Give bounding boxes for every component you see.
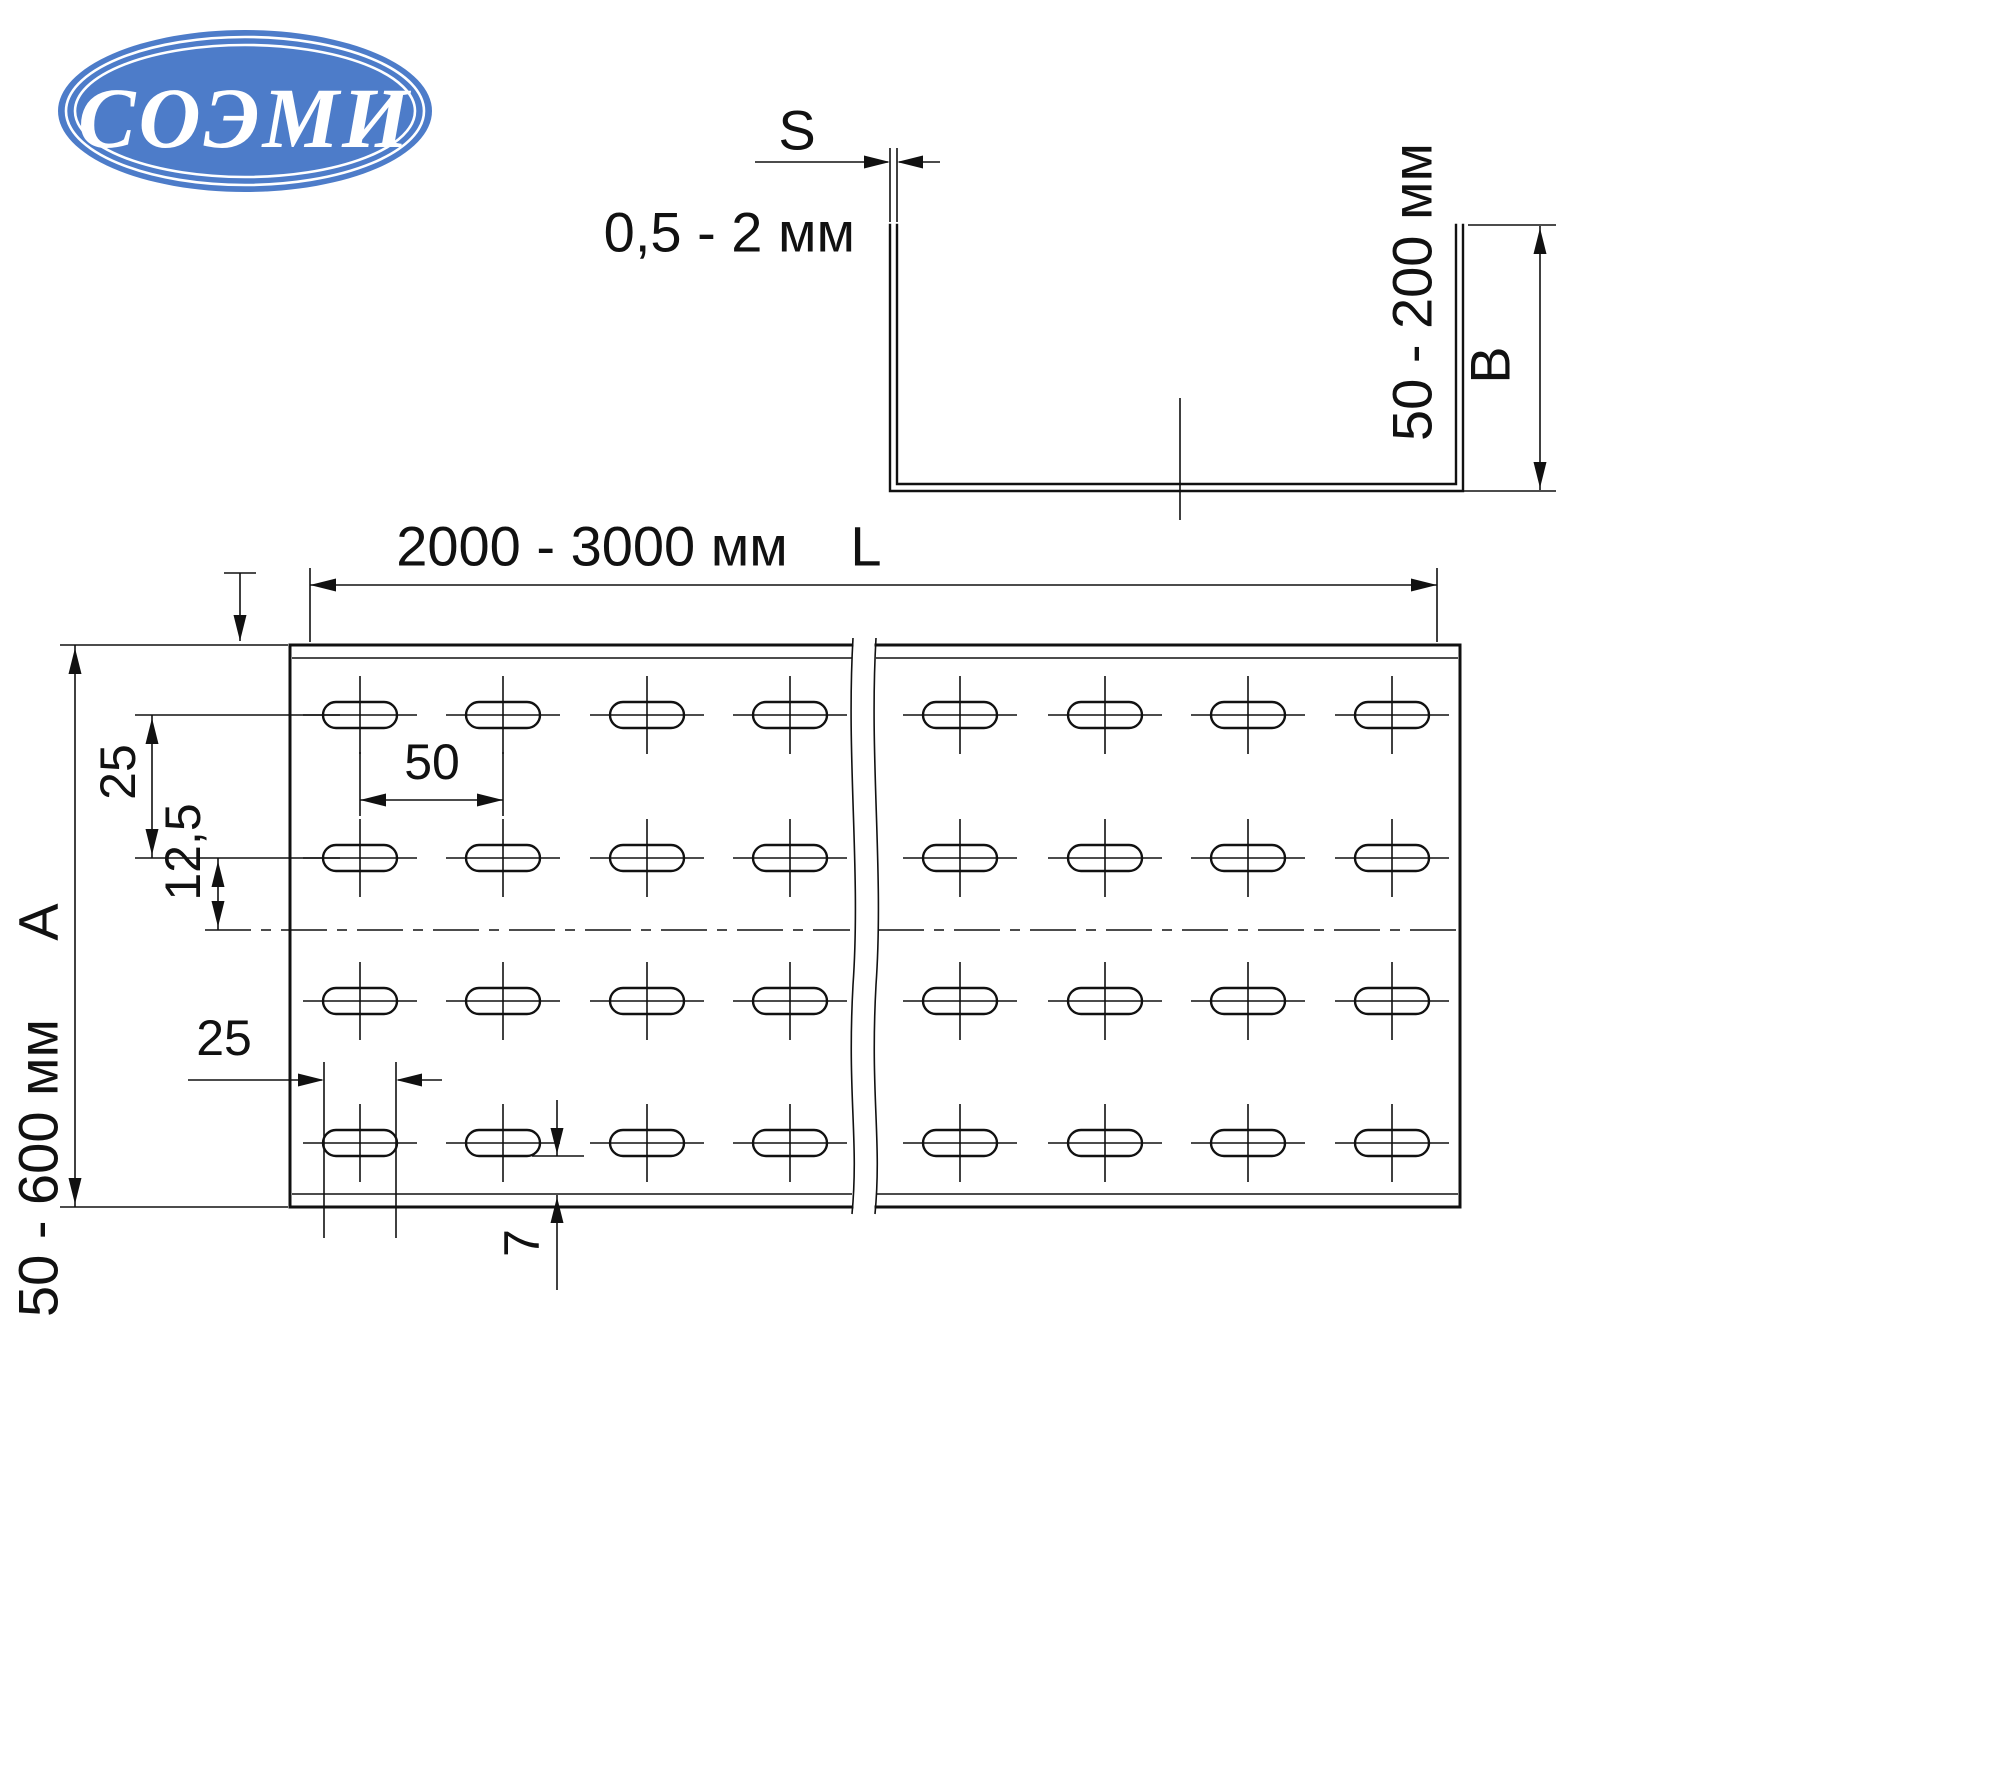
width-range-label: 50 - 600 мм — [7, 1019, 70, 1317]
slot — [1048, 1104, 1162, 1182]
slot — [1048, 962, 1162, 1040]
slot — [590, 676, 704, 754]
arrowhead — [298, 1073, 324, 1087]
break-line — [873, 637, 880, 1215]
slot — [590, 962, 704, 1040]
slot — [1335, 819, 1449, 897]
dim-slot-pitch: 50 — [359, 734, 504, 816]
logo-ring-outer — [64, 35, 426, 187]
thickness-range-label: 0,5 - 2 мм — [604, 201, 855, 264]
slot — [1335, 1104, 1449, 1182]
arrowhead — [145, 718, 159, 744]
slot — [303, 962, 417, 1040]
slot — [903, 819, 1017, 897]
slot-grid — [303, 676, 1449, 1182]
slot — [1191, 962, 1305, 1040]
row-half-pitch-label: 12,5 — [155, 803, 211, 900]
arrowhead — [68, 648, 82, 674]
profile-height-symbol-label: B — [1459, 346, 1522, 383]
slot — [1335, 676, 1449, 754]
slot — [733, 676, 847, 754]
arrowhead — [233, 615, 247, 641]
slot — [903, 676, 1017, 754]
channel-outer-line — [888, 223, 1465, 493]
slot — [446, 962, 560, 1040]
break-line — [850, 637, 857, 1215]
logo: СОЭМИ — [58, 30, 432, 192]
length-symbol-label: L — [850, 515, 881, 578]
slot — [590, 819, 704, 897]
dim-length: 2000 - 3000 мм L — [224, 515, 1438, 642]
thickness-symbol-label: S — [778, 99, 815, 162]
slot — [1191, 1104, 1305, 1182]
slot — [1191, 819, 1305, 897]
slot — [590, 1104, 704, 1182]
plan-view: 2000 - 3000 мм L A 50 - 600 мм 25 12,5 — [7, 515, 1462, 1317]
slot — [1048, 819, 1162, 897]
profile-view: S 0,5 - 2 мм 50 - 200 мм B — [604, 99, 1556, 520]
logo-ring-inner — [73, 43, 417, 179]
edge-distance-label: 7 — [494, 1229, 550, 1257]
arrowhead — [360, 793, 386, 807]
arrowhead — [1411, 578, 1437, 592]
arrowhead — [211, 901, 225, 927]
slot — [1191, 676, 1305, 754]
arrowhead — [477, 793, 503, 807]
arrowhead — [310, 578, 336, 592]
row-pitch-label: 25 — [90, 744, 146, 800]
arrowhead — [68, 1178, 82, 1204]
width-symbol-label: A — [7, 903, 70, 941]
arrowhead — [864, 155, 890, 169]
dim-width: A 50 - 600 мм — [7, 644, 288, 1317]
slot — [1048, 676, 1162, 754]
dim-row-pitch: 25 — [90, 714, 340, 859]
profile-height-range-label: 50 - 200 мм — [1381, 143, 1444, 441]
arrowhead — [211, 861, 225, 887]
slot-pitch-label: 50 — [404, 734, 460, 790]
arrowhead — [145, 829, 159, 855]
slot — [733, 819, 847, 897]
arrowhead — [1533, 228, 1547, 254]
slot — [1335, 962, 1449, 1040]
slot — [446, 819, 560, 897]
slot — [903, 962, 1017, 1040]
arrowhead — [1533, 462, 1547, 488]
arrowhead — [396, 1073, 422, 1087]
logo-ellipse — [58, 30, 432, 192]
dim-edge-distance: 7 — [494, 1100, 584, 1290]
arrowhead — [550, 1197, 564, 1223]
channel-inner-line — [895, 223, 1458, 486]
dim-slot-length: 25 — [188, 1010, 442, 1238]
logo-text: СОЭМИ — [78, 70, 412, 166]
arrowhead — [897, 155, 923, 169]
slot — [446, 1104, 560, 1182]
slot — [903, 1104, 1017, 1182]
slot — [733, 962, 847, 1040]
slot-length-label: 25 — [196, 1010, 252, 1066]
dimension-arrows — [68, 155, 1547, 1223]
arrowhead — [550, 1128, 564, 1154]
slot — [446, 676, 560, 754]
dim-row-half-pitch: 12,5 — [155, 803, 219, 930]
length-range-label: 2000 - 3000 мм — [396, 515, 787, 578]
slot — [733, 1104, 847, 1182]
slot — [303, 1104, 417, 1182]
